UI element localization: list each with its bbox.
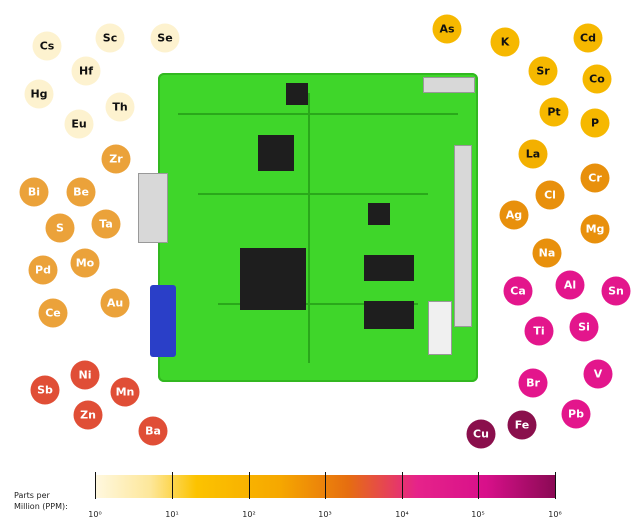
scale-tick-label: 10³ [318,510,332,519]
element-s: S [45,213,75,243]
element-al: Al [555,270,585,300]
element-pt: Pt [539,97,569,127]
element-cr: Cr [580,163,610,193]
element-p: P [580,108,610,138]
element-mg: Mg [580,214,610,244]
element-mn: Mn [110,377,140,407]
memory-chip [364,301,414,329]
element-sn: Sn [601,276,631,306]
legend-label-line2: Million (PPM): [14,502,68,511]
element-be: Be [66,177,96,207]
element-v: V [583,359,613,389]
scale-tick-label: 10⁶ [548,510,562,519]
scale-tick [478,472,479,499]
scale-tick [402,472,403,499]
element-hg: Hg [24,79,54,109]
element-sb: Sb [30,375,60,405]
element-zn: Zn [73,400,103,430]
element-co: Co [582,64,612,94]
scale-tick-label: 10² [242,510,256,519]
element-fe: Fe [507,410,537,440]
element-pb: Pb [561,399,591,429]
scale-tick-label: 10⁰ [88,510,102,519]
element-pd: Pd [28,255,58,285]
element-na: Na [532,238,562,268]
vga-connector [150,285,176,357]
element-cd: Cd [573,23,603,53]
scale-tick-label: 10⁵ [471,510,485,519]
element-ti: Ti [524,316,554,346]
element-hf: Hf [71,56,101,86]
element-eu: Eu [64,109,94,139]
element-ca: Ca [503,276,533,306]
element-cu: Cu [466,419,496,449]
element-k: K [490,27,520,57]
scale-tick [95,472,96,499]
element-ag: Ag [499,200,529,230]
element-ba: Ba [138,416,168,446]
scale-tick [555,472,556,499]
element-la: La [518,139,548,169]
element-ta: Ta [91,209,121,239]
memory-chip [364,255,414,281]
element-mo: Mo [70,248,100,278]
element-as: As [432,14,462,44]
element-zr: Zr [101,144,131,174]
element-cl: Cl [535,180,565,210]
scale-tick-label: 10¹ [165,510,179,519]
controller-chip [258,135,294,171]
scale-tick [172,472,173,499]
element-br: Br [518,368,548,398]
legend-label-line1: Parts per [14,491,50,500]
scale-tick [249,472,250,499]
scale-tick [325,472,326,499]
element-cs: Cs [32,31,62,61]
element-bi: Bi [19,177,49,207]
element-th: Th [105,92,135,122]
element-se: Se [150,23,180,53]
cpu-chip [240,248,306,310]
element-ni: Ni [70,360,100,390]
element-au: Au [100,288,130,318]
circuit-board-image [138,73,478,382]
scale-tick-label: 10⁴ [395,510,409,519]
element-sr: Sr [528,56,558,86]
element-sc: Sc [95,23,125,53]
element-si: Si [569,312,599,342]
element-ce: Ce [38,298,68,328]
